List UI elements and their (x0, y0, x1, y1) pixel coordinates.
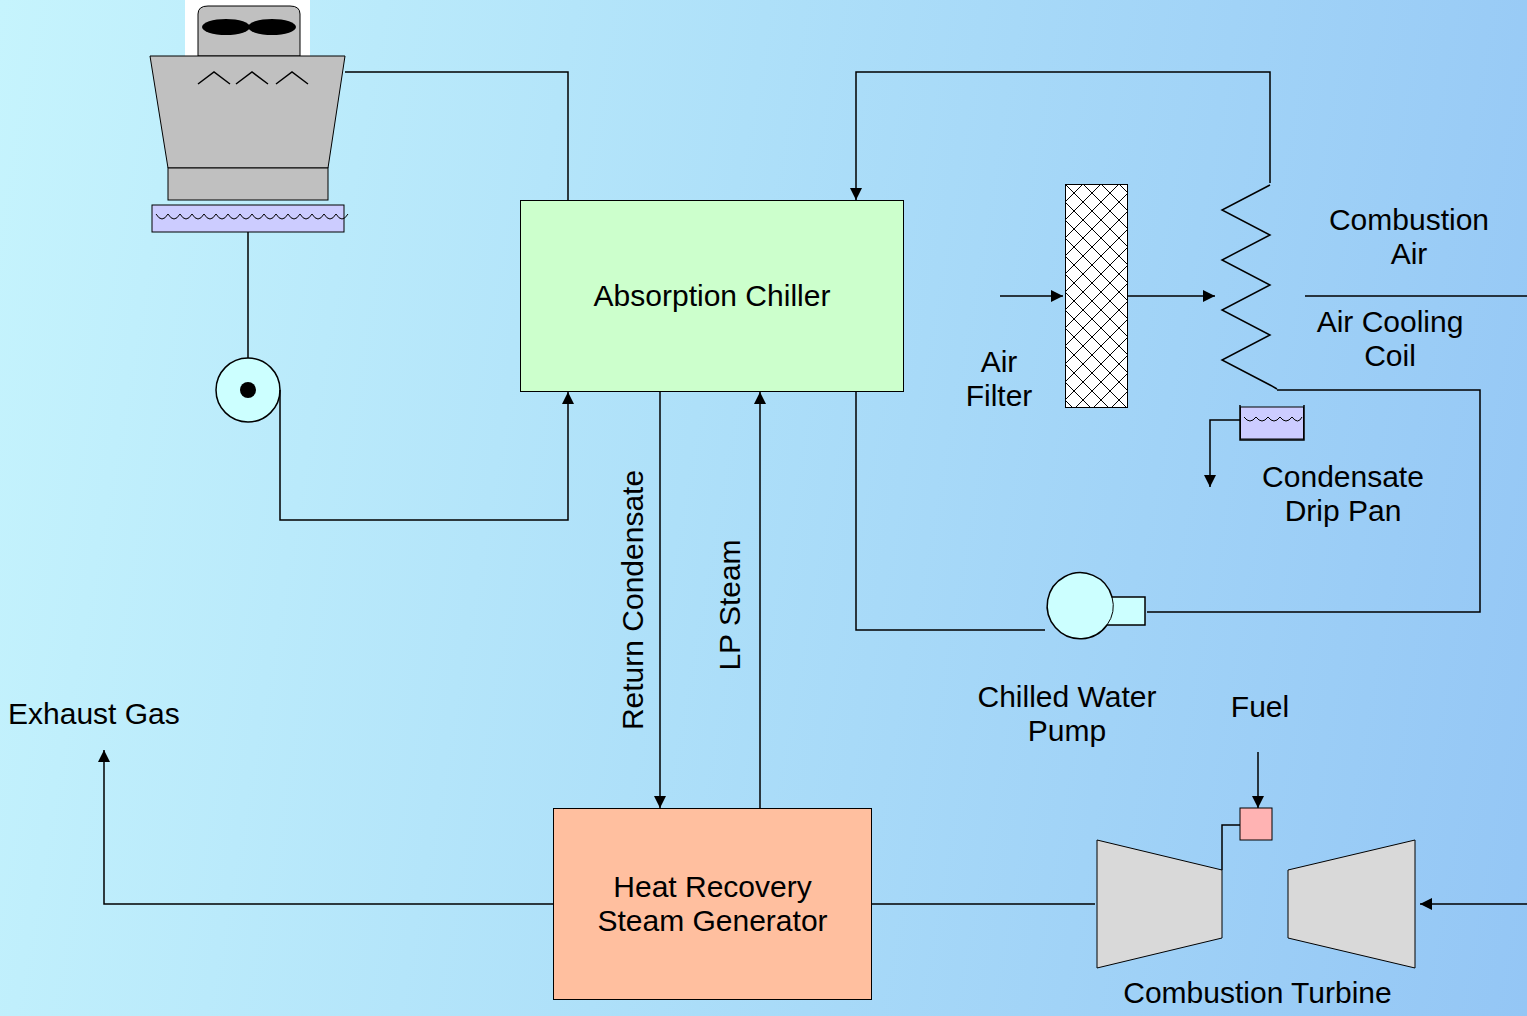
pan-rim (1240, 405, 1304, 440)
filter-media (1066, 185, 1128, 408)
filter-symbol: Air Filter (1065, 184, 1128, 408)
coil-symbol: Air Cooling Coil (1215, 183, 1277, 393)
fuel-line (1257, 752, 1259, 808)
basin-water (156, 214, 348, 219)
tower-fill (168, 168, 328, 200)
node-label: Combustion Turbine (1075, 976, 1440, 1010)
coil-symbol-outline (1215, 183, 1277, 393)
flow-connector (1128, 295, 1215, 297)
condenser-water-line (345, 72, 568, 200)
pan-body (1241, 407, 1304, 439)
filter-symbol-outline (1065, 184, 1128, 408)
fan-blade (248, 19, 296, 35)
flow-label: Exhaust Gas (8, 697, 228, 731)
drain-line (1210, 420, 1240, 487)
node-title: Heat Recovery Steam Generator (582, 870, 844, 938)
combustor (1222, 825, 1240, 870)
turbine-section (1097, 840, 1222, 968)
node-label: Condensate Drip Pan (1243, 460, 1443, 528)
compressor-section (1288, 840, 1415, 968)
pump-hub (240, 382, 256, 398)
tower-body (150, 56, 345, 168)
node-label: Chilled Water Pump (947, 680, 1187, 748)
node-title: Absorption Chiller (594, 279, 831, 313)
process-box: Heat Recovery Steam Generator (553, 808, 872, 1000)
node-label: Air Cooling Coil (1295, 305, 1485, 373)
condenser-water-line (280, 390, 568, 520)
exhaust-line (104, 750, 553, 904)
cooling-tower (150, 0, 348, 232)
node-label: Air Filter (949, 345, 1049, 413)
drip-pan-symbol-outline (1240, 405, 1304, 441)
compressor-inlet-line (1420, 903, 1527, 905)
pump-symbol-outline (1045, 595, 1147, 663)
fan-stack (185, 0, 310, 56)
flow-connector (1147, 390, 1480, 612)
flow-connector (856, 392, 1045, 630)
spray-nozzle (198, 72, 308, 84)
pan-water (1244, 417, 1302, 421)
filter-body (1066, 185, 1128, 408)
process-box: Absorption Chiller (520, 200, 904, 392)
pump-symbol: Chilled Water Pump (1045, 595, 1147, 663)
flow-connector (856, 72, 1270, 200)
edge-label: Return Condensate (616, 470, 650, 730)
drip-pan-symbol: Condensate Drip Pan (1240, 405, 1304, 441)
pump-volute (1047, 573, 1145, 639)
flow-label: Combustion Air (1309, 203, 1509, 271)
fan-blade (202, 19, 250, 35)
combustion-air-line (1305, 295, 1527, 297)
condenser-water-line (247, 232, 249, 358)
flow-connector (659, 392, 661, 808)
coil-zigzag (1222, 185, 1277, 389)
flow-label: Fuel (1200, 690, 1320, 724)
air-inlet-arrow (1000, 295, 1063, 297)
condenser-pump-symbol (216, 358, 280, 422)
fuel-nozzle (1240, 808, 1272, 840)
fan-cowl (198, 6, 300, 56)
flow-connector (872, 903, 1095, 905)
turbine-symbol: Combustion Turbine (1095, 800, 1420, 1016)
flow-connector (759, 392, 761, 808)
pump-cutwater (1107, 597, 1113, 625)
edge-label: LP Steam (713, 539, 747, 670)
